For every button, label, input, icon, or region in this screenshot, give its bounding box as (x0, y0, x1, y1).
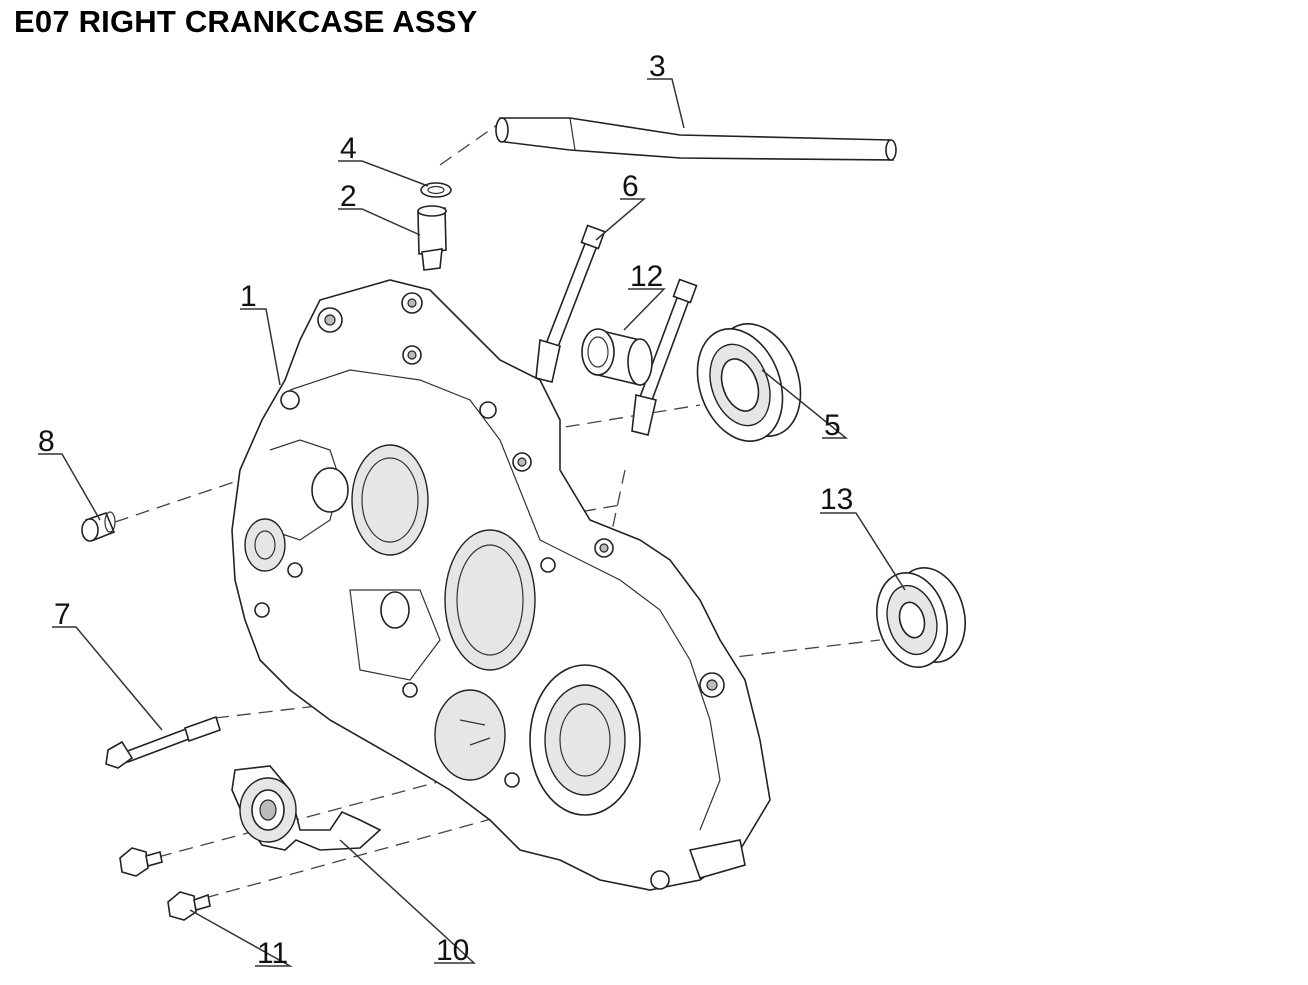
ball-bearing-part-13 (876, 567, 966, 668)
callout-4: 4 (340, 132, 357, 165)
callout-6: 6 (622, 170, 639, 203)
bolt-part-7 (105, 715, 221, 769)
needle-bearing-part-12 (581, 328, 653, 387)
callout-5: 5 (824, 409, 841, 442)
callout-3: 3 (649, 50, 666, 83)
bolts-part-11 (119, 847, 211, 921)
washer-part-4 (420, 182, 452, 198)
hose-part-3 (495, 117, 897, 161)
callout-13: 13 (820, 483, 853, 516)
callout-12: 12 (630, 260, 663, 293)
stud-part-6 (535, 224, 698, 436)
cover-part-10 (231, 765, 382, 851)
callout-1: 1 (240, 280, 257, 313)
ball-bearing-part-5 (696, 323, 802, 442)
callout-2: 2 (340, 180, 357, 213)
callout-7: 7 (54, 598, 71, 631)
callout-labels: 1 2 3 4 5 6 7 8 10 11 12 13 (38, 50, 853, 970)
crankcase-body (231, 279, 771, 891)
callout-11: 11 (257, 937, 288, 970)
diagram-title: E07 RIGHT CRANKCASE ASSY (14, 4, 478, 39)
leader-lines (38, 78, 906, 967)
dowel-pin-part-8 (81, 511, 116, 542)
callout-10: 10 (436, 934, 469, 967)
fitting-part-2 (417, 205, 447, 271)
callout-8: 8 (38, 425, 55, 458)
